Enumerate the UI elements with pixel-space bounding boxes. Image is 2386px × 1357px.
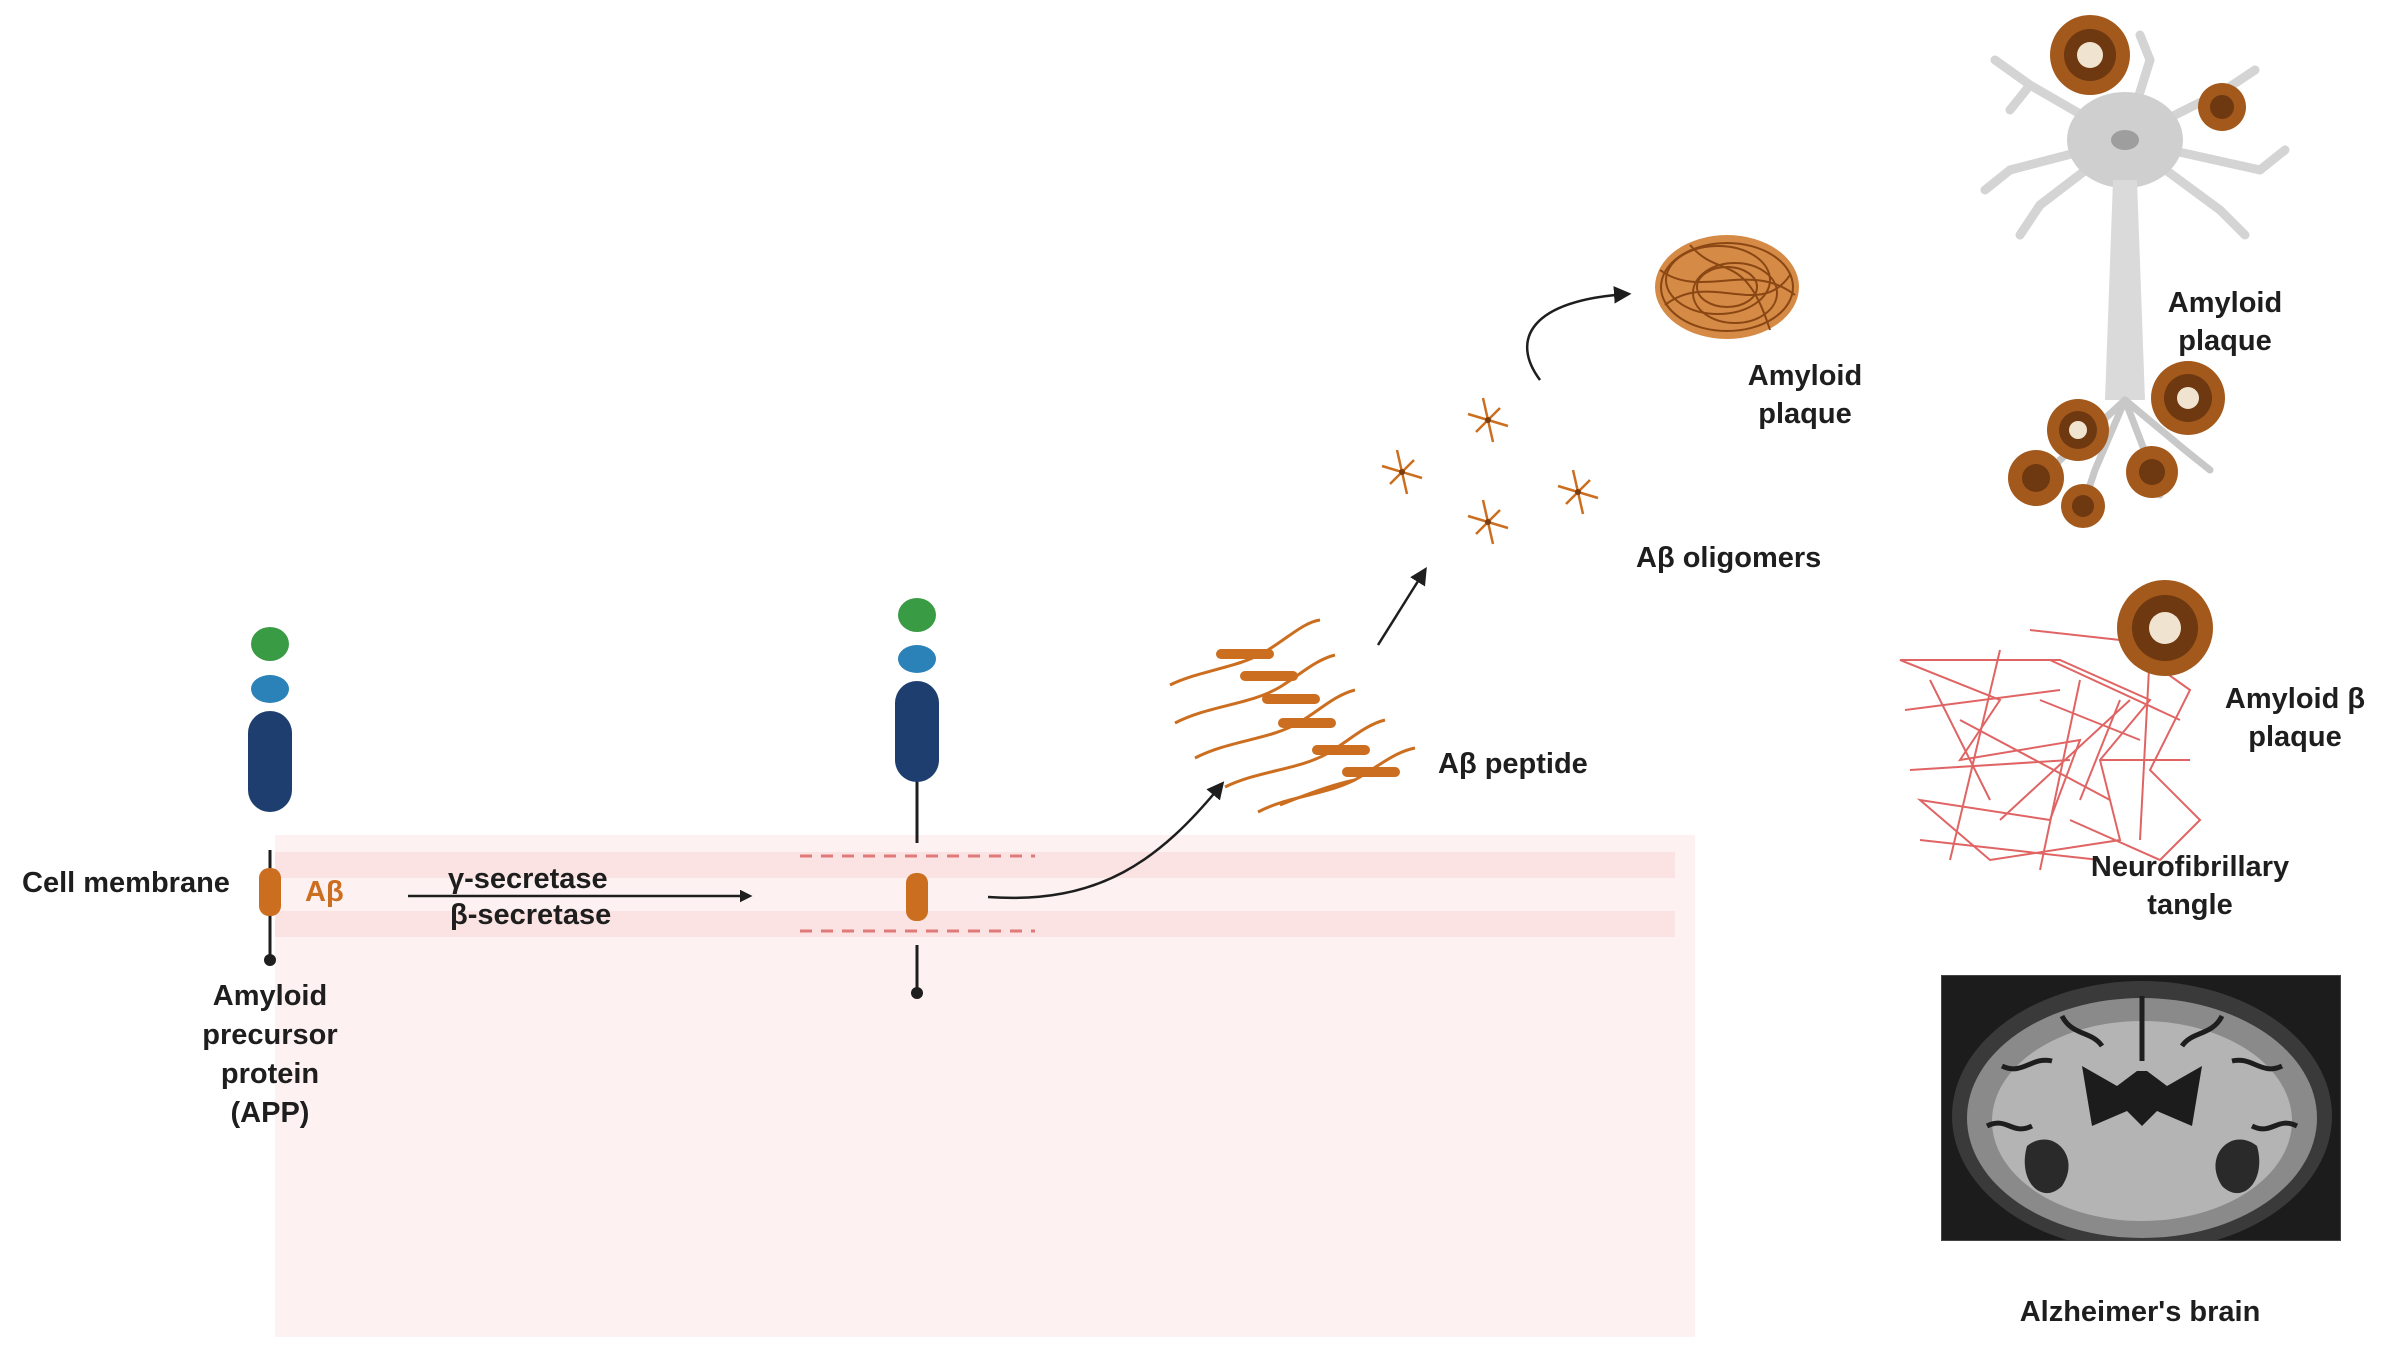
abeta-peptides xyxy=(1169,618,1416,814)
oligomer-arrow xyxy=(1376,567,1427,646)
alzheimers-brain-mri xyxy=(1941,975,2341,1241)
abeta-oligomers-label: Aβ oligomers xyxy=(1636,542,1822,574)
app-protein xyxy=(248,627,292,966)
cleaved-navy-domain xyxy=(895,681,939,782)
amyloid-plaque-mid xyxy=(1655,235,1799,339)
amyloid-plaque-neuron-label: Amyloid plaque xyxy=(2145,284,2305,360)
app-teal-domain xyxy=(251,675,289,703)
amyloid-plaque-mid-label: Amyloid plaque xyxy=(1725,357,1885,433)
app-abeta-segment xyxy=(259,868,281,916)
membrane-band-lower xyxy=(275,911,1675,937)
app-label-line3: protein xyxy=(220,1058,320,1090)
app-navy-domain xyxy=(248,711,292,812)
beta-secretase-label: β-secretase xyxy=(450,899,612,931)
neuron-plaque-top xyxy=(2050,15,2130,95)
amyloid-plaque-mid-line2: plaque xyxy=(1758,398,1852,430)
neurofibrillary-tangle-line1: Neurofibrillary xyxy=(2090,851,2290,883)
cleaved-terminus xyxy=(911,987,923,999)
neuron-plaque-small xyxy=(2198,83,2246,131)
cleaved-app-protein xyxy=(800,598,1035,999)
neurofibrillary-tangle-line2: tangle xyxy=(2147,889,2233,921)
tangle-plaque xyxy=(2117,580,2213,676)
abeta-segment-label: Aβ xyxy=(305,876,344,908)
alzheimers-brain-caption: Alzheimer's brain xyxy=(2019,1296,2261,1328)
cleaved-green-domain xyxy=(898,598,936,632)
amyloid-plaque-neuron-line2: plaque xyxy=(2178,325,2272,357)
amyloid-beta-plaque-label: Amyloid β plaque xyxy=(2210,680,2380,756)
release-arrow xyxy=(987,781,1225,900)
neurofibrillary-tangle-label: Neurofibrillary tangle xyxy=(2070,848,2310,924)
app-green-domain xyxy=(251,627,289,661)
app-label: Amyloid precursor protein (APP) xyxy=(175,977,365,1133)
app-label-line4: (APP) xyxy=(230,1097,310,1129)
gamma-secretase-label: γ-secretase xyxy=(448,863,608,895)
app-label-line1: Amyloid xyxy=(212,980,328,1012)
amyloid-beta-plaque-line1: Amyloid β xyxy=(2224,683,2366,715)
neuron-plaque-mid xyxy=(2151,361,2225,435)
app-label-line2: precursor xyxy=(202,1019,338,1051)
app-terminus xyxy=(264,954,276,966)
amyloid-plaque-neuron-line1: Amyloid xyxy=(2167,287,2283,319)
cell-membrane-label: Cell membrane xyxy=(22,867,230,899)
cleaved-teal-domain xyxy=(898,645,936,673)
neuron-plaque-left xyxy=(2047,399,2109,461)
cleaved-abeta-segment xyxy=(906,873,928,921)
neuron-with-plaques xyxy=(1980,15,2290,528)
amyloid-beta-plaque-line2: plaque xyxy=(2248,721,2342,753)
plaque-arrow xyxy=(1525,286,1632,381)
abeta-oligomers xyxy=(1381,397,1599,545)
abeta-peptide-label: Aβ peptide xyxy=(1438,748,1588,780)
amyloid-plaque-mid-line1: Amyloid xyxy=(1747,360,1863,392)
